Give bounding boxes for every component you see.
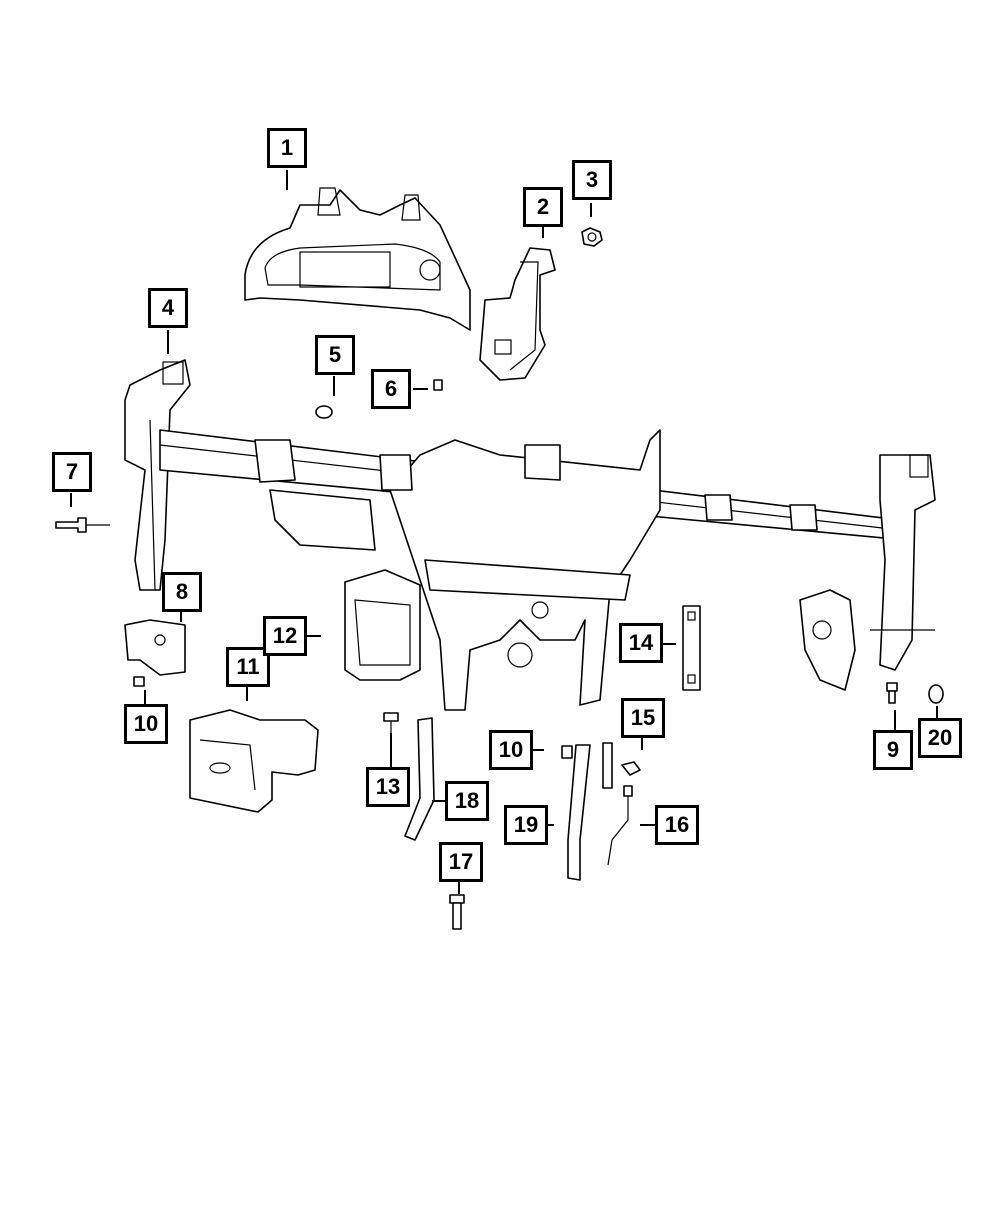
part-1-cluster-bezel	[244, 187, 471, 331]
leader-16	[640, 824, 655, 826]
leader-10b	[530, 749, 544, 751]
leader-8	[180, 612, 182, 622]
leader-10a	[144, 690, 146, 706]
callout-16: 16	[655, 805, 699, 845]
part-17-bolt	[449, 894, 465, 930]
leader-11	[246, 685, 248, 701]
leader-15	[641, 736, 643, 750]
leader-3	[590, 203, 592, 217]
callout-6: 6	[371, 369, 411, 409]
part-18-strap	[404, 717, 435, 841]
leader-7	[70, 493, 72, 507]
leader-1	[286, 170, 288, 190]
callout-11: 11	[226, 647, 270, 687]
part-7-bolt	[55, 517, 110, 533]
part-10-nut-left	[133, 676, 145, 687]
part-16-rod	[607, 785, 633, 866]
leader-14	[660, 643, 676, 645]
callout-18: 18	[445, 781, 489, 821]
callout-10-center: 10	[489, 730, 533, 770]
leader-13	[390, 733, 392, 767]
leader-17	[458, 880, 460, 894]
leader-5	[333, 376, 335, 396]
callout-13: 13	[366, 767, 410, 807]
part-19-strap	[567, 742, 613, 881]
cross-car-beam	[159, 429, 936, 711]
callout-9: 9	[873, 730, 913, 770]
callout-3: 3	[572, 160, 612, 200]
leader-4	[167, 330, 169, 354]
part-10-nut-center	[561, 745, 573, 759]
callout-7: 7	[52, 452, 92, 492]
part-9-bolt	[886, 682, 898, 704]
part-11-bracket	[189, 709, 319, 813]
leader-2	[542, 224, 544, 238]
callout-12: 12	[263, 616, 307, 656]
callout-2: 2	[523, 187, 563, 227]
callout-8: 8	[162, 572, 202, 612]
leader-6	[413, 388, 428, 390]
part-4-left-bracket	[124, 359, 191, 591]
leader-12	[305, 635, 321, 637]
part-6-clip	[433, 379, 443, 391]
part-8-bracket	[124, 619, 186, 676]
callout-17: 17	[439, 842, 483, 882]
callout-10-left: 10	[124, 704, 168, 744]
callout-19: 19	[504, 805, 548, 845]
part-14-brace	[682, 605, 701, 691]
callout-14: 14	[619, 623, 663, 663]
leader-19	[544, 824, 554, 826]
part-2-bracket	[479, 247, 556, 381]
callout-4: 4	[148, 288, 188, 328]
leader-9	[894, 710, 896, 732]
callout-20: 20	[918, 718, 962, 758]
part-20-washer	[928, 684, 944, 704]
part-5-nut	[315, 405, 333, 419]
callout-1: 1	[267, 128, 307, 168]
part-12-module-bracket	[344, 569, 421, 681]
callout-5: 5	[315, 335, 355, 375]
leader-18	[432, 800, 446, 802]
part-3-nut	[581, 227, 603, 247]
leader-20	[936, 706, 938, 720]
callout-15: 15	[621, 698, 665, 738]
part-15-bolt	[621, 761, 641, 776]
